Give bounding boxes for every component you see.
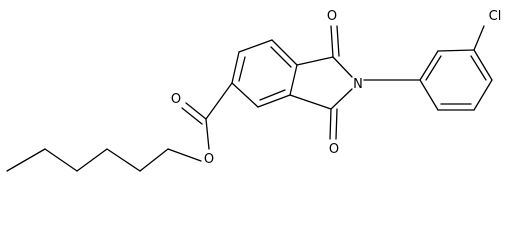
bond [271, 39, 298, 66]
bond [205, 118, 210, 150]
bond [289, 94, 332, 110]
bond [330, 25, 334, 58]
bond [238, 39, 273, 53]
oxygen-label: O [327, 9, 337, 24]
bonds [6, 25, 493, 172]
bond [419, 79, 439, 111]
chlorine-label: Cl [489, 9, 502, 24]
bond [332, 56, 353, 78]
structure-diagram: O N O O O Cl [6, 9, 501, 172]
bond [44, 148, 78, 172]
molecule-drawing: O N O O O Cl [6, 9, 501, 172]
atom-labels: O N O O O Cl [171, 9, 501, 167]
bond [257, 94, 291, 108]
oxygen-label: O [171, 92, 181, 107]
bond [473, 25, 485, 51]
bond [106, 148, 141, 172]
nitrogen-label: N [353, 77, 363, 92]
bond [231, 51, 240, 84]
bond [473, 49, 493, 81]
bond [238, 56, 246, 82]
bond [259, 89, 286, 101]
bond [185, 102, 207, 120]
bond [270, 46, 292, 68]
bond [336, 25, 340, 57]
oxygen-label: O [204, 152, 214, 167]
bond [330, 88, 353, 110]
oxygen-label: O [329, 142, 339, 157]
bond [419, 50, 439, 81]
bond [139, 148, 169, 172]
bond [231, 82, 259, 108]
bond [6, 148, 46, 172]
bond [76, 148, 108, 172]
bond [470, 55, 487, 81]
bond [473, 79, 493, 111]
bond [205, 82, 233, 120]
bond [289, 64, 298, 96]
bond [437, 49, 475, 52]
bond [335, 108, 338, 140]
bond [425, 55, 442, 81]
bond [296, 56, 334, 66]
bond [329, 108, 332, 140]
bond [167, 148, 202, 162]
bond [181, 107, 203, 125]
